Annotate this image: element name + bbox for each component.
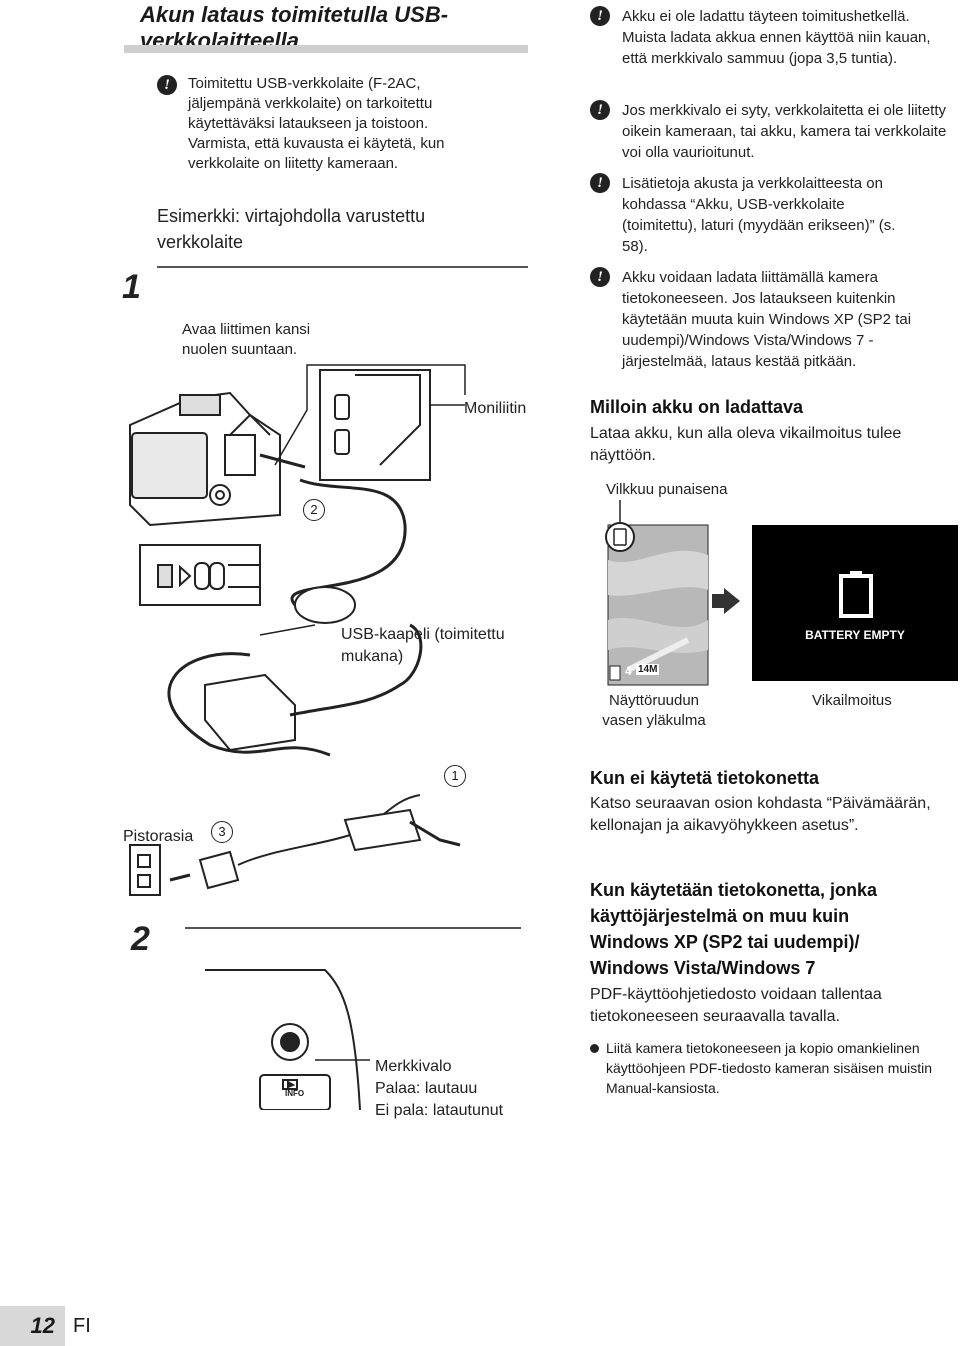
page-language: FI (73, 1315, 91, 1337)
battery-empty-message: BATTERY EMPTY (805, 628, 905, 642)
caution-icon: ! (590, 100, 610, 120)
step-divider (157, 266, 528, 268)
screen-caption-line-2: vasen yläkulma (602, 712, 706, 729)
screen-top-left-illustration (605, 500, 709, 686)
outlet-label: Pistorasia (123, 828, 194, 845)
connector-detail (319, 369, 431, 481)
multiconnector-label: Moniliitin (464, 400, 527, 417)
screen-caption-line-1: Näyttöruudun (608, 692, 700, 709)
page-number: 12 (0, 1306, 65, 1346)
bullet-icon (590, 1044, 599, 1053)
callout-3: 3 (211, 821, 233, 843)
when-to-charge-heading: Milloin akku on ladattava (590, 397, 804, 417)
indicator-label-off: Ei pala: latautunut (375, 1102, 504, 1119)
callout-1: 1 (444, 765, 466, 787)
camera-back-illustration (205, 969, 370, 1110)
step-2-number: 2 (131, 920, 150, 958)
arrow-right-icon (712, 588, 740, 614)
usb-plug-detail (139, 544, 261, 606)
note-charge-via-pc: Akku voidaan ladata liittämällä kamera t… (622, 269, 912, 370)
caution-icon: ! (590, 173, 610, 193)
camera-illustration (129, 391, 281, 527)
no-pc-text: Katso seuraavan osion kohdasta “Päivämää… (590, 795, 931, 834)
note-indicator-not-lit: Jos merkkivalo ei syty, verkkolaitetta e… (622, 102, 947, 161)
ac-adapter-illustration (204, 673, 296, 752)
step-1-number: 1 (122, 268, 141, 306)
error-caption: Vikailmoitus (812, 692, 892, 709)
screen-caption: Näyttöruudun vasen yläkulma (596, 691, 712, 731)
caution-icon: ! (157, 75, 177, 95)
other-os-heading: Kun käytetään tietokonetta, jonka käyttö… (590, 880, 878, 978)
when-to-charge-text: Lataa akku, kun alla oleva vikailmoitus … (590, 425, 902, 464)
example-heading: Esimerkki: virtajohdolla varustettu verk… (157, 206, 426, 252)
screen-image-size: 14M (636, 664, 660, 675)
info-button: INFO (285, 1089, 305, 1098)
blink-red-label: Vilkkuu punaisena (606, 481, 728, 498)
battery-empty-screen (752, 525, 958, 681)
no-pc-heading: Kun ei käytetä tietokonetta (590, 768, 820, 788)
caution-icon: ! (590, 267, 610, 287)
adapter-note: Toimitettu USB-verkkolaite (F-2AC, jälje… (188, 75, 445, 172)
note-more-info: Lisätietoja akusta ja verkkolaitteesta o… (622, 175, 896, 255)
charging-connection-illustration (129, 364, 466, 757)
plug-adapter-illustration (129, 794, 461, 896)
bullet-copy-pdf: Liitä kamera tietokoneeseen ja kopio oma… (606, 1040, 933, 1096)
callout-2: 2 (303, 499, 325, 521)
title-underline-bar (124, 45, 528, 53)
other-os-text: PDF-käyttöohjetiedosto voidaan tallentaa… (590, 986, 882, 1025)
section-title: Akun lataus toimitetulla USB-verkkolaitt… (140, 2, 449, 53)
usb-cable-label: USB-kaapeli (toimitettu mukana) (341, 626, 505, 665)
caution-icon: ! (590, 6, 610, 26)
step-1-text: Avaa liittimen kansi nuolen suuntaan. (182, 321, 311, 358)
indicator-label: Merkkivalo Palaa: lautauu Ei pala: latau… (375, 1056, 535, 1122)
screen-frame-count: 4 (625, 664, 632, 678)
battery-empty-icon (839, 571, 873, 618)
indicator-label-on: Palaa: lautauu (375, 1080, 478, 1097)
indicator-label-title: Merkkivalo (375, 1058, 452, 1075)
note-charge-before-use: Akku ei ole ladattu täyteen toimitushetk… (622, 8, 931, 67)
step-2-divider (185, 927, 521, 929)
